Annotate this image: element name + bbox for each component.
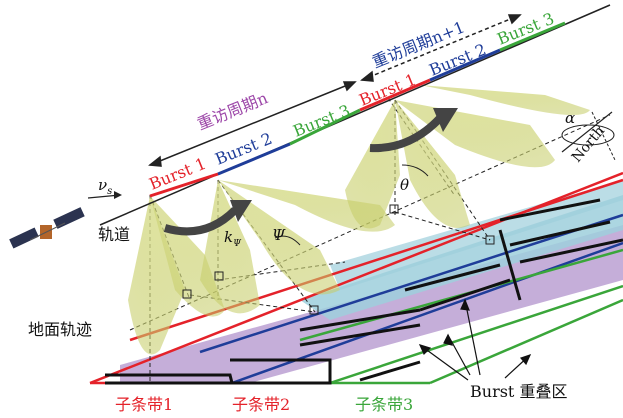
- burst3-segment-n: [289, 108, 361, 146]
- beam-n1-b1-3: [395, 100, 555, 168]
- beam-n1-b2: [420, 85, 590, 115]
- theta-arc: [401, 164, 429, 177]
- right-angle-markers: [182, 204, 495, 315]
- ground-track-label: 地面轨迹: [28, 320, 92, 339]
- burst-overlap-blocks: [105, 198, 623, 385]
- revisit-arrows: [148, 14, 522, 167]
- burst1-segment-n1: [359, 78, 431, 112]
- subswath2-label: 子条带2: [232, 395, 290, 414]
- burst-overlap-label: Burst 重叠区: [470, 382, 567, 401]
- swath-green-border: [329, 284, 623, 385]
- burst2-segment-n: [217, 142, 291, 176]
- psi-arc: [274, 235, 301, 246]
- rotation-arrows: [163, 108, 458, 236]
- burst1-segment-n: [149, 172, 219, 198]
- subswath-blue-band: [300, 195, 623, 320]
- beam-b2-2: [218, 180, 340, 295]
- beam-b2-3: [218, 180, 395, 232]
- burst3-label-n1: Burst 3: [494, 9, 556, 49]
- psi-label: Ψ: [272, 226, 286, 244]
- burst3-segment-n1: [499, 21, 566, 52]
- revisit-n-label: 重访周期n: [194, 88, 270, 133]
- subswath-lightblue-band: [330, 180, 623, 290]
- burst-segments-cycle-n1: [359, 21, 566, 112]
- burst2-segment-n1: [429, 48, 501, 82]
- satellite-icon: [9, 207, 85, 249]
- subswath1-label: 子条带1: [115, 395, 173, 414]
- beam-n1-b1-1: [345, 100, 400, 229]
- beam-n1-b1-2: [395, 100, 470, 228]
- burst3-label-n: Burst 3: [290, 101, 352, 141]
- north-compass: [561, 111, 616, 161]
- burst-segments-cycle-n: [149, 108, 361, 198]
- rotation-arrow-n1: [369, 115, 443, 153]
- k-psi-label: kΨ: [224, 228, 242, 249]
- beam-b1-1: [128, 196, 185, 355]
- swath-blue-top: [199, 213, 623, 354]
- orbit-label: 轨道: [98, 225, 130, 244]
- subswath3-label: 子条带3: [355, 395, 413, 414]
- theta-label: θ: [400, 176, 409, 194]
- swath-green-border-right: [429, 298, 623, 385]
- overlap-pointers: [418, 298, 532, 381]
- velocity-label: νs: [98, 176, 112, 197]
- alpha-label: α: [565, 109, 575, 127]
- rotation-arrow-n: [163, 207, 238, 236]
- orbit-line: [99, 4, 611, 226]
